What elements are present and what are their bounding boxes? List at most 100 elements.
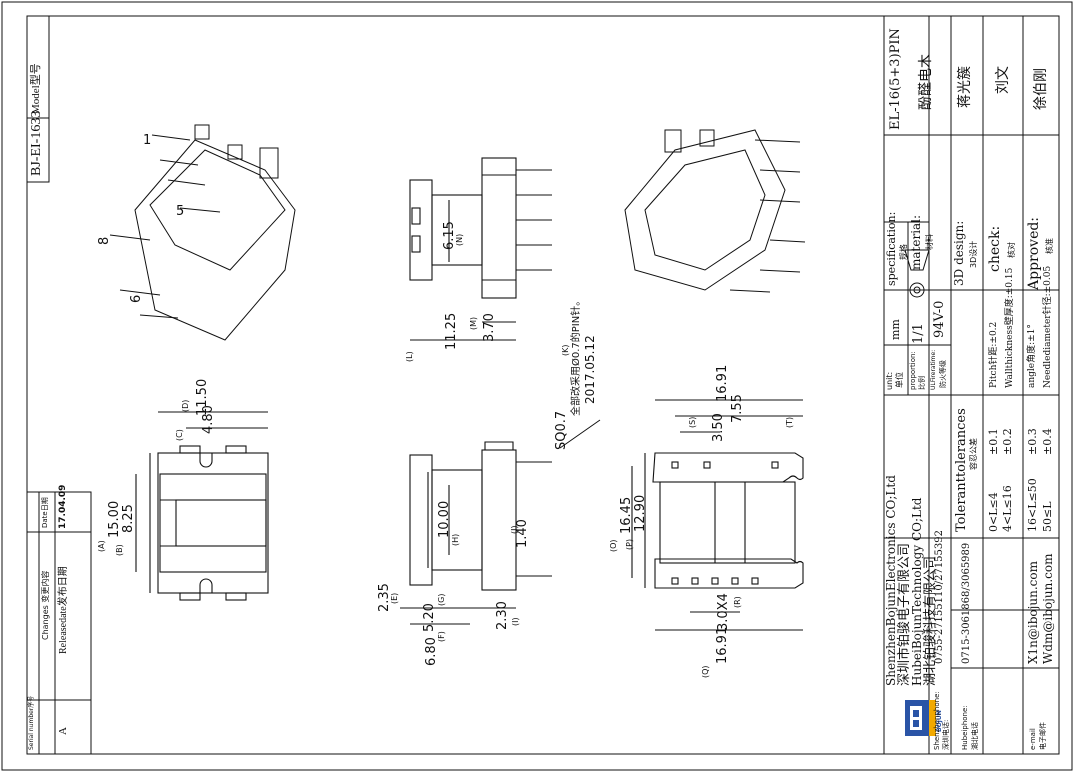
material-label: material:	[909, 214, 923, 270]
dim-3-50: 3.50	[711, 413, 726, 442]
view-front	[400, 441, 552, 625]
check-cn: 核对	[1007, 242, 1016, 258]
fire-value: 94V-0	[932, 300, 947, 338]
tol-range-3: 16<L≤50	[1026, 478, 1039, 532]
dim-label-F: (F)	[437, 631, 446, 642]
unit-cn: 单位	[895, 372, 904, 388]
note-line2: 2017.05.12	[583, 335, 597, 404]
rev-col-changes: Changes 变更内容	[41, 570, 50, 640]
dim-7-55: 7.55	[730, 394, 745, 423]
dim-label-Q: (Q)	[701, 665, 710, 678]
model-value: BJ-EI-1633	[29, 110, 44, 176]
tol-value-3: ±0.3	[1026, 428, 1039, 455]
dim-label-I: (I)	[511, 617, 520, 626]
dim-label-J: (J)	[510, 525, 519, 534]
company-en-1: ShenzhenBojunElectronics CO;Ltd	[884, 475, 898, 686]
dim-16-91-bottom: 16.91	[715, 626, 730, 664]
hb-phone: 0715-3061868/3065989	[961, 542, 972, 664]
pin-label-8: 8	[97, 236, 112, 245]
model-label: Model型号	[30, 63, 42, 114]
spec-label: specification:	[885, 211, 898, 286]
rev-col-serial: Serial number序号	[28, 695, 35, 750]
dim-label-E: (E)	[390, 592, 399, 604]
email-1: X1n@ibojun.com	[1026, 561, 1040, 664]
dim-2-30: 2.30	[495, 601, 510, 630]
tol-cn: 容忍公差	[969, 438, 978, 470]
prop-value: 1/1	[911, 323, 926, 344]
dim-label-A: (A)	[97, 540, 106, 552]
tol-value-1: ±0.1	[987, 428, 1000, 455]
view-bottom	[631, 399, 804, 631]
design-label: 3D design:	[952, 220, 966, 286]
tol-pitch: Pitch针距:±0.2	[989, 321, 999, 388]
check-label: check:	[987, 225, 1003, 272]
tol-angle: angle角度:±1°	[1027, 324, 1037, 388]
company-en-2: HubeiBojunTechnology CO;Ltd	[910, 497, 924, 686]
dim-12-90: 12.90	[633, 494, 648, 532]
tol-wall: Wallthickness壁厚度:±0.15	[1005, 267, 1015, 388]
sz-phone: 0755-27155110/27155392	[934, 530, 945, 664]
dim-label-D: (D)	[181, 399, 190, 412]
bojun-logo	[905, 700, 936, 736]
dim-3x4: 3.0X4	[716, 593, 731, 631]
tol-value-2: ±0.2	[1001, 428, 1014, 455]
tol-range-1: 0<L≤4	[987, 492, 1000, 532]
approved-value: 徐伯刚	[1033, 68, 1049, 110]
check-value: 刘文	[995, 66, 1011, 94]
pin-label-1: 1	[143, 133, 152, 148]
unit-label: unit:	[885, 371, 894, 390]
prop-cn: 比例	[918, 376, 926, 390]
dim-4-80: 4.80	[201, 405, 216, 434]
pin-label-6: 6	[129, 294, 144, 303]
tol-needle: Needlediameter针径:±0.05	[1043, 265, 1053, 388]
prop-label: proportion:	[909, 351, 917, 390]
dim-label-C: (C)	[175, 429, 184, 441]
design-cn: 3D设计	[969, 240, 978, 268]
design-value: 蒋光簇	[957, 66, 973, 108]
dim-label-R: (R)	[733, 596, 742, 608]
dim-label-G: (G)	[437, 593, 446, 606]
tol-value-4: ±0.4	[1041, 428, 1054, 455]
dim-8-25: 8.25	[121, 504, 136, 533]
hb-phone-label: Hubeiphone:	[961, 705, 969, 750]
spec-value: EL-16(5+3)PIN	[888, 28, 903, 130]
iso-view-right	[624, 129, 806, 293]
dim-15-00: 15.00	[107, 500, 122, 538]
dim-label-S: (S)	[688, 416, 697, 428]
rev-row-change: Releasedate发布日期	[58, 566, 69, 654]
view-side-top	[409, 157, 552, 341]
rev-col-date: Date日期	[41, 497, 49, 528]
view-top	[135, 411, 269, 601]
fire-label: ULFireratime:	[930, 349, 937, 390]
approved-label: Approved:	[1026, 216, 1042, 290]
rev-row-date: 17.04.09	[58, 484, 68, 529]
sz-phone-cn: 深圳电话:	[942, 719, 950, 750]
sz-phone-label: Shenzhenphone:	[933, 691, 941, 750]
unit-value: mm	[889, 319, 902, 340]
dim-5-20: 5.20	[422, 603, 437, 632]
dim-label-M: (M)	[469, 316, 478, 330]
email-cn: 电子邮件	[1039, 722, 1047, 750]
dim-sq0-7: SQ0.7	[554, 410, 569, 450]
dim-label-T: (T)	[785, 416, 794, 428]
dim-label-N: (N)	[455, 233, 464, 246]
dim-10-00: 10.00	[437, 500, 452, 538]
email-label: e-mail	[1029, 728, 1037, 750]
dim-label-O: (O)	[609, 539, 618, 552]
dim-label-L: (L)	[405, 351, 414, 362]
note-line1: 全部改采用Ø0.7的PIN针。	[571, 295, 582, 416]
tol-title: Toleranttolerances	[954, 408, 969, 532]
hb-phone-cn: 湖北电话	[971, 722, 979, 750]
approved-cn: 核准	[1045, 238, 1054, 254]
dim-label-K: (K)	[561, 344, 570, 357]
rev-row-serial: A	[57, 727, 69, 735]
spec-cn: 规格	[899, 244, 908, 260]
dim-16-91-top: 16.91	[715, 364, 730, 402]
tol-range-2: 4<L≤16	[1001, 485, 1014, 532]
material-value: 酚醛电木	[918, 54, 934, 110]
pin-label-5: 5	[176, 204, 185, 219]
iso-view-left	[109, 124, 296, 341]
dim-label-H: (H)	[451, 533, 460, 546]
dim-3-70: 3.70	[482, 313, 497, 342]
